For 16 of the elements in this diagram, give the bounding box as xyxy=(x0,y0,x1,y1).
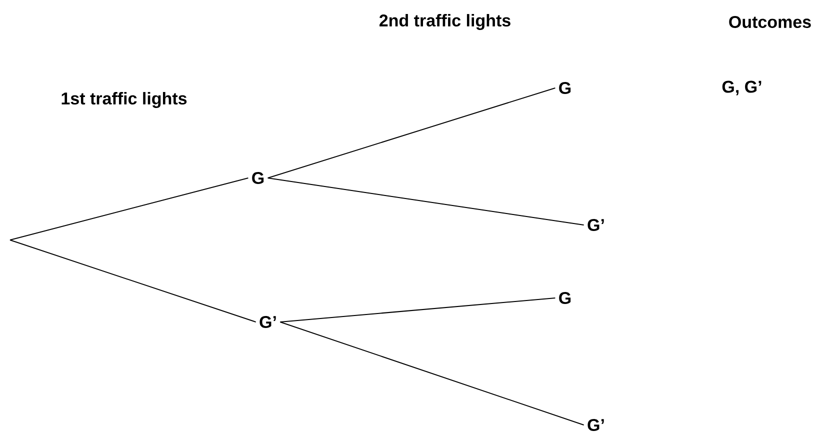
column-heading: 1st traffic lights xyxy=(62,92,187,108)
column-heading: 2nd traffic lights xyxy=(379,14,510,30)
branch-line xyxy=(280,297,556,322)
branch-label: G’ xyxy=(588,218,604,232)
column-heading: Outcomes xyxy=(729,16,811,28)
branch-line xyxy=(267,178,584,226)
branch-line xyxy=(10,240,256,322)
branch-label: G’ xyxy=(260,316,276,328)
branch-label: G’ xyxy=(588,418,604,431)
branch-line xyxy=(10,178,249,240)
branch-label: G xyxy=(559,292,571,304)
branch-line xyxy=(267,88,556,178)
branch-label: G xyxy=(559,82,571,94)
outcome-label: G, G’ xyxy=(722,80,762,96)
branch-label: G xyxy=(252,172,264,184)
branch-line xyxy=(280,321,584,426)
